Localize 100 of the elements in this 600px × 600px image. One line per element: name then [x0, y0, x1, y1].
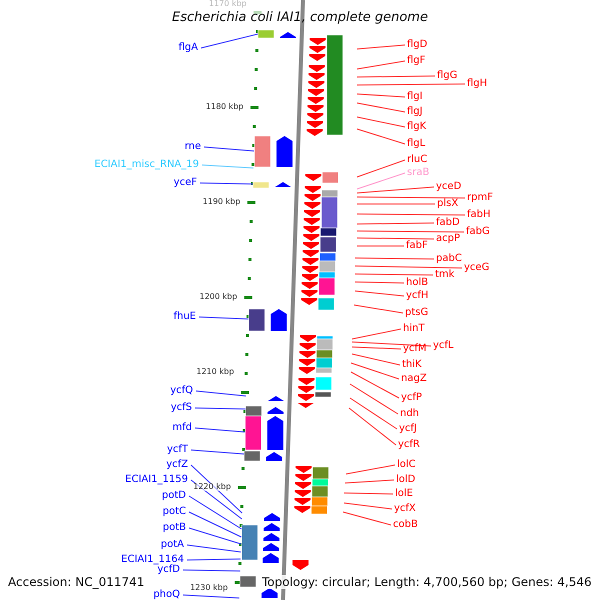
leader-line — [346, 464, 396, 474]
leader-line — [352, 354, 400, 366]
leader-line — [356, 44, 406, 50]
leader-line — [344, 502, 392, 510]
leader-line — [186, 558, 242, 560]
gene-label: ycfS — [170, 401, 192, 414]
leader-line — [356, 116, 406, 128]
leader-line — [182, 570, 241, 572]
leader-line — [350, 362, 400, 380]
gene-label: ptsG — [405, 306, 428, 319]
leader-line — [204, 146, 255, 152]
gene-label: lolC — [397, 458, 416, 471]
leader-line — [350, 384, 398, 414]
leader-line — [356, 102, 406, 112]
gene-label: ECIAI1_1159 — [125, 473, 188, 486]
gene-label: fhuE — [173, 310, 196, 323]
gene-label: flgL — [407, 137, 426, 150]
leader-line — [356, 230, 464, 232]
gene-label: flgA — [178, 41, 198, 54]
leader-line — [200, 182, 254, 184]
scale-label: 1180 kbp — [206, 103, 244, 111]
gene-label: plsX — [437, 197, 458, 210]
leader-line — [354, 274, 434, 276]
gene-label: fabD — [436, 216, 460, 229]
leader-line — [356, 160, 406, 178]
gene-label: fabF — [406, 239, 428, 252]
gene-label: potD — [162, 489, 186, 502]
gene-label: flgF — [407, 54, 426, 67]
gene-label: phoQ — [153, 588, 180, 600]
leader-line — [354, 266, 462, 268]
leader-line — [352, 342, 432, 346]
gene-label: flgH — [467, 77, 488, 90]
gene-label: flgK — [407, 120, 426, 133]
leader-line — [356, 222, 434, 224]
leader-line — [190, 464, 243, 514]
gene-label: ycfP — [401, 391, 422, 404]
gene-label: ECIAI1_1164 — [121, 553, 184, 566]
gene-label: flgG — [437, 69, 458, 82]
gene-label: thiK — [402, 358, 422, 371]
scale-label: 1210 kbp — [196, 368, 234, 376]
gene-label: ycfZ — [166, 458, 188, 471]
leader-line — [356, 196, 466, 198]
gene-label: lolD — [396, 473, 416, 486]
gene-label: ycfH — [406, 289, 428, 302]
gene-label: flgI — [407, 90, 423, 103]
leader-line — [344, 492, 394, 494]
gene-label: ycfR — [398, 438, 420, 451]
scale-label: 1230 kbp — [190, 584, 228, 592]
gene-label: holB — [406, 276, 428, 289]
gene-label: yceG — [464, 261, 490, 274]
gene-label: lolE — [395, 487, 413, 500]
leader-line — [190, 480, 242, 520]
scale-label: 1170 kbp — [208, 0, 247, 8]
gene-label: ycfQ — [170, 384, 193, 397]
accession-note: Accession: NC_011741 — [8, 575, 144, 589]
leader-line — [188, 496, 242, 530]
leader-line — [356, 214, 466, 216]
leader-line — [202, 164, 254, 168]
gene-label: rne — [184, 140, 201, 153]
gene-label: flgD — [407, 38, 428, 51]
gene-label: mfd — [172, 421, 192, 434]
leader-line — [182, 594, 240, 598]
gene-label: ycfJ — [399, 422, 417, 435]
leader-line — [352, 328, 402, 340]
gene-label: ycfL — [433, 339, 454, 352]
gene-label: flgJ — [407, 105, 423, 118]
leader-line — [356, 172, 406, 190]
leader-line — [348, 408, 396, 446]
gene-label: ycfD — [157, 563, 180, 576]
gene-label: sraB — [407, 166, 430, 179]
gene-label: ndh — [400, 407, 420, 420]
scale-label: 1190 kbp — [202, 198, 240, 206]
scale-label: 1220 kbp — [193, 483, 231, 491]
gene-label: yceD — [436, 180, 462, 193]
title: Escherichia coli IAI1, complete genome — [171, 10, 429, 25]
leader-line — [354, 290, 404, 296]
scale-label: 1200 kbp — [200, 293, 238, 301]
gene-label: nagZ — [401, 372, 427, 385]
leader-line — [354, 282, 404, 284]
gene-label: acpP — [436, 232, 460, 245]
leader-line — [356, 238, 434, 240]
leader-line — [194, 428, 246, 432]
leader-line — [356, 186, 434, 194]
gene-label: ECIAI1_misc_RNA_19 — [94, 158, 199, 171]
leader-line — [356, 94, 406, 98]
gene-label: rluC — [407, 153, 428, 166]
leader-line — [198, 316, 249, 320]
gene-label: pabC — [436, 252, 462, 265]
leader-line — [350, 372, 400, 398]
gene-label: hinT — [403, 322, 425, 335]
leader-line — [354, 304, 404, 314]
gene-label: fabH — [467, 208, 491, 221]
gene-label: ycfX — [394, 502, 416, 515]
gene-label: tmk — [435, 268, 454, 281]
gene-label: potB — [162, 521, 186, 534]
leader-line — [196, 390, 246, 396]
leader-line — [344, 480, 394, 484]
leader-line — [354, 258, 434, 260]
leader-line — [356, 84, 466, 86]
genome-info-note: Topology: circular; Length: 4,700,560 bp; Genes: 4,546 — [262, 575, 592, 589]
